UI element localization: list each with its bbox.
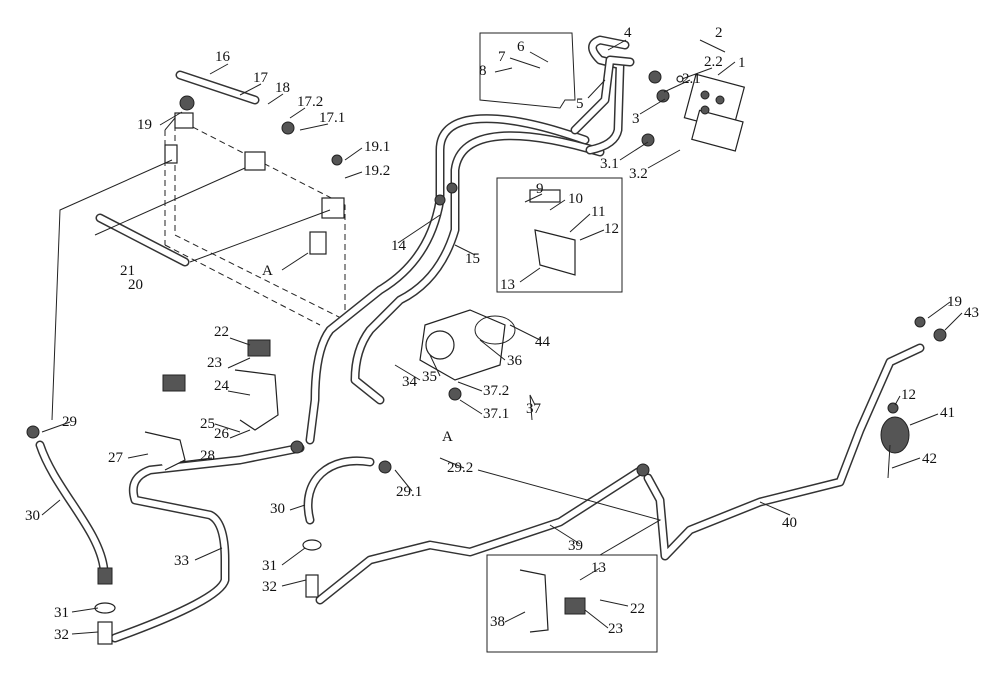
callout: 9 bbox=[536, 181, 544, 197]
inset-box-bracket-lower bbox=[486, 554, 658, 653]
callout: 42 bbox=[922, 451, 937, 467]
callout: 37.2 bbox=[483, 383, 509, 399]
callout: 30 bbox=[270, 501, 285, 517]
callout: 40 bbox=[782, 515, 797, 531]
callout: 19 bbox=[947, 294, 962, 310]
callout: 23 bbox=[608, 621, 623, 637]
callout: 15 bbox=[465, 251, 480, 267]
callout: 3 bbox=[632, 111, 640, 127]
callout: 17.1 bbox=[319, 110, 345, 126]
callout: 2.1 bbox=[682, 71, 701, 87]
tube-33 bbox=[110, 443, 305, 643]
callout: 29.1 bbox=[396, 484, 422, 500]
callout: 25 bbox=[200, 416, 215, 432]
fittings bbox=[26, 70, 947, 645]
callout: 44 bbox=[535, 334, 551, 350]
callout: 39 bbox=[568, 538, 583, 554]
callout: 19.1 bbox=[364, 139, 390, 155]
orbital-motor bbox=[683, 73, 746, 152]
callout: 1 bbox=[738, 55, 746, 71]
callout: 3.2 bbox=[629, 166, 648, 182]
callout: 36 bbox=[507, 353, 523, 369]
callout: 17 bbox=[253, 70, 269, 86]
callout: 16 bbox=[215, 49, 231, 65]
callout: 14 bbox=[391, 238, 407, 254]
callout: 3.1 bbox=[600, 156, 619, 172]
callout: A bbox=[442, 429, 453, 445]
callout: 30 bbox=[25, 508, 40, 524]
hose-30-mid bbox=[303, 456, 375, 525]
callout: 33 bbox=[174, 553, 189, 569]
callout: 8 bbox=[479, 63, 487, 79]
callout: 17.2 bbox=[297, 94, 323, 110]
callout: 26 bbox=[214, 426, 230, 442]
callout: 32 bbox=[262, 579, 277, 595]
callout: 13 bbox=[500, 277, 515, 293]
callout: 32 bbox=[54, 627, 69, 643]
callout-labels: 1 2 2.1 2.2 3 3.1 3.2 4 5 6 7 8 9 10 11 … bbox=[25, 25, 979, 643]
callout: A bbox=[262, 263, 273, 279]
callout: 13 bbox=[591, 560, 606, 576]
callout: 10 bbox=[568, 191, 583, 207]
callout: 19.2 bbox=[364, 163, 390, 179]
callout: 23 bbox=[207, 355, 222, 371]
tube-39 bbox=[315, 467, 643, 605]
callout: 21 bbox=[120, 263, 135, 279]
callout: 4 bbox=[624, 25, 632, 41]
hose-20 bbox=[95, 213, 190, 267]
callout: 31 bbox=[262, 558, 277, 574]
hose-30-left bbox=[35, 440, 109, 575]
callout: 37 bbox=[526, 401, 542, 417]
callout: 22 bbox=[214, 324, 229, 340]
callout: 31 bbox=[54, 605, 69, 621]
callout: 28 bbox=[200, 448, 215, 464]
callout: 41 bbox=[940, 405, 955, 421]
callout: 24 bbox=[214, 378, 230, 394]
callout: 6 bbox=[517, 39, 525, 55]
leader-cooler bbox=[94, 167, 331, 263]
callout: 2.2 bbox=[704, 54, 723, 70]
tube-14 bbox=[305, 114, 590, 445]
callout: 12 bbox=[901, 387, 916, 403]
tube-18 bbox=[175, 70, 260, 105]
tube-15 bbox=[350, 131, 605, 405]
callout: 37.1 bbox=[483, 406, 509, 422]
callout: 27 bbox=[108, 450, 124, 466]
callout: 11 bbox=[591, 204, 605, 220]
callout: 7 bbox=[498, 49, 506, 65]
gear-pump bbox=[419, 309, 516, 381]
callout: 19 bbox=[137, 117, 152, 133]
callout: 43 bbox=[964, 305, 979, 321]
callout: 38 bbox=[490, 614, 505, 630]
callout: 22 bbox=[630, 601, 645, 617]
brackets bbox=[144, 189, 586, 633]
callout: 2 bbox=[715, 25, 723, 41]
callout: 34 bbox=[402, 374, 418, 390]
clamp-41 bbox=[880, 416, 910, 479]
callout: 12 bbox=[604, 221, 619, 237]
callout: 20 bbox=[128, 277, 143, 293]
line-to-29 bbox=[51, 159, 173, 421]
tube-4-5 bbox=[570, 35, 635, 155]
callout: 18 bbox=[275, 80, 290, 96]
callout: 5 bbox=[576, 96, 584, 112]
oil-cooler bbox=[164, 112, 346, 326]
leader-lines bbox=[41, 39, 963, 635]
inset-box-bracket bbox=[479, 32, 576, 109]
callout: 35 bbox=[422, 369, 437, 385]
inset-box-clamp bbox=[496, 177, 623, 293]
